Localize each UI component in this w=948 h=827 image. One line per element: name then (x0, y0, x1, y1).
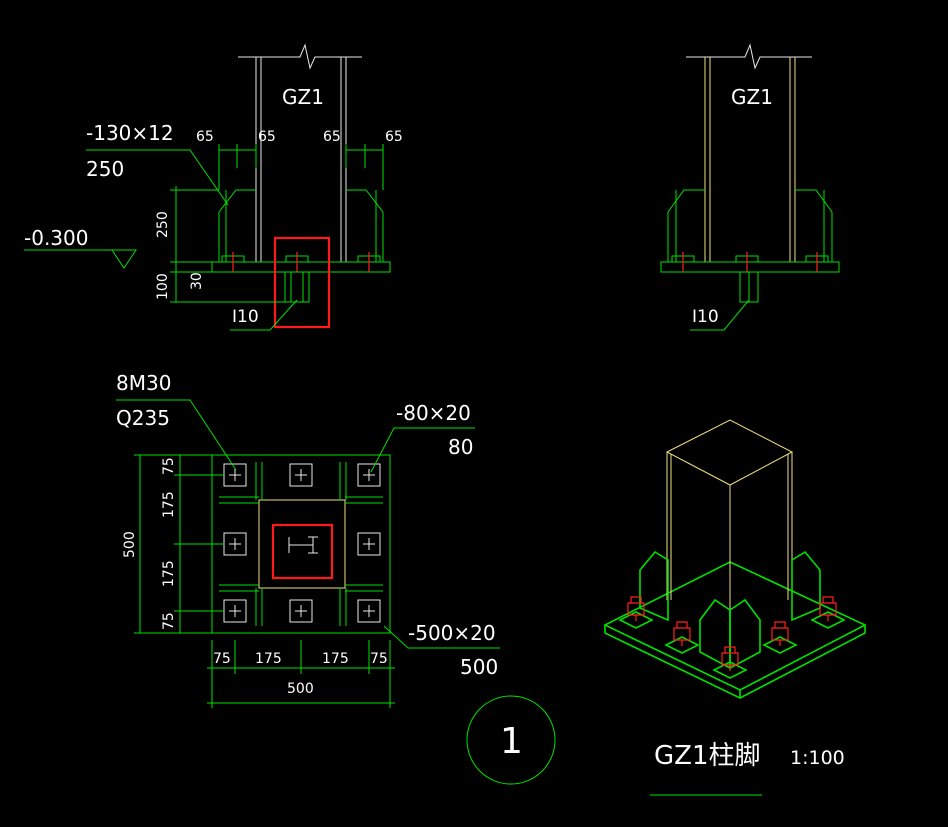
dim-label: 30 (189, 272, 205, 290)
shear-key-section (288, 536, 318, 554)
title-text: GZ1柱脚 (654, 741, 761, 771)
iso-stiffener (791, 550, 821, 622)
elevation-view-left: GZ1 I10 -130×12 250 (24, 43, 403, 331)
dim-label: 75 (161, 457, 177, 475)
bolt-crosshair (229, 469, 375, 617)
dim-ext (134, 454, 224, 634)
leader-line (230, 299, 298, 331)
leader-line (116, 399, 237, 471)
bolt-grade: Q235 (116, 406, 170, 430)
iso-base-plate (603, 561, 867, 691)
bolt-washer (289, 599, 313, 623)
drawing-title: GZ1柱脚 1:100 (650, 741, 845, 796)
plate-length: 500 (460, 655, 498, 679)
bolt-spec: 8M30 (116, 371, 171, 395)
leader-line (86, 149, 229, 206)
iso-stiffener (699, 598, 731, 670)
iso-stiffener (639, 550, 669, 622)
dim-ext (211, 640, 391, 708)
iso-stiffener (729, 598, 761, 670)
iso-bolts (627, 596, 837, 671)
column-label: GZ1 (282, 85, 324, 109)
elevation-view-right: GZ1 I10 (660, 43, 840, 331)
bolt-washer (357, 532, 381, 556)
leader-line (690, 299, 750, 331)
dim-label: 75 (370, 651, 388, 667)
dim-label: 250 (155, 211, 171, 238)
scale-text: 1:100 (790, 747, 845, 769)
dim-label: 500 (287, 681, 314, 697)
shear-key-label: I10 (692, 307, 719, 327)
column-label: GZ1 (731, 85, 773, 109)
dim-label: 175 (161, 560, 177, 587)
highlight-box (273, 236, 331, 329)
stiffener-left (667, 189, 705, 262)
elevation-symbol (24, 249, 137, 269)
washer-length: 80 (448, 435, 473, 459)
dim-label: 65 (323, 129, 341, 145)
iso-bolt (771, 621, 789, 646)
break-line (686, 43, 812, 70)
iso-bolt (721, 646, 739, 671)
stiffener-right (346, 189, 384, 262)
dim-label: 65 (385, 129, 403, 145)
stiffener-right (795, 189, 833, 262)
stiffener-spec: -130×12 (86, 121, 174, 145)
detail-number: 1 (500, 721, 523, 762)
dim-label: 65 (258, 129, 276, 145)
isometric-view (603, 419, 867, 699)
plate-spec: -500×20 (408, 621, 496, 645)
stiffener-left (218, 189, 256, 262)
dim-label: 65 (196, 129, 214, 145)
iso-bolt (673, 621, 691, 646)
detail-number-circle (466, 695, 556, 785)
stiffener-length: 250 (86, 157, 124, 181)
shear-key (284, 271, 310, 303)
column-outline (258, 499, 346, 589)
dim-label: 175 (255, 651, 282, 667)
dim-label: 75 (161, 612, 177, 630)
bolt-grid (223, 463, 381, 623)
iso-column-top (665, 419, 794, 486)
highlight-box (271, 523, 334, 580)
dim-label: 175 (161, 491, 177, 518)
iso-bolt (627, 596, 645, 621)
shear-key-label: I10 (232, 307, 259, 327)
base-plate (660, 261, 840, 273)
bolt-washer (357, 463, 381, 487)
bolt-washer (357, 599, 381, 623)
leader-line (383, 625, 500, 649)
dim-label: 500 (122, 531, 138, 558)
iso-bolt (819, 596, 837, 621)
dim-label: 100 (155, 273, 171, 300)
washer-spec: -80×20 (396, 401, 471, 425)
plan-view: 8M30 Q235 -80×20 80 -500×20 500 75 175 1… (116, 371, 556, 785)
leader-line (370, 427, 475, 473)
bolt-washer (289, 463, 313, 487)
dim-label: 75 (213, 651, 231, 667)
break-line (238, 43, 362, 70)
elevation-label: -0.300 (24, 226, 88, 250)
dim-label: 175 (322, 651, 349, 667)
base-plate (211, 261, 391, 273)
